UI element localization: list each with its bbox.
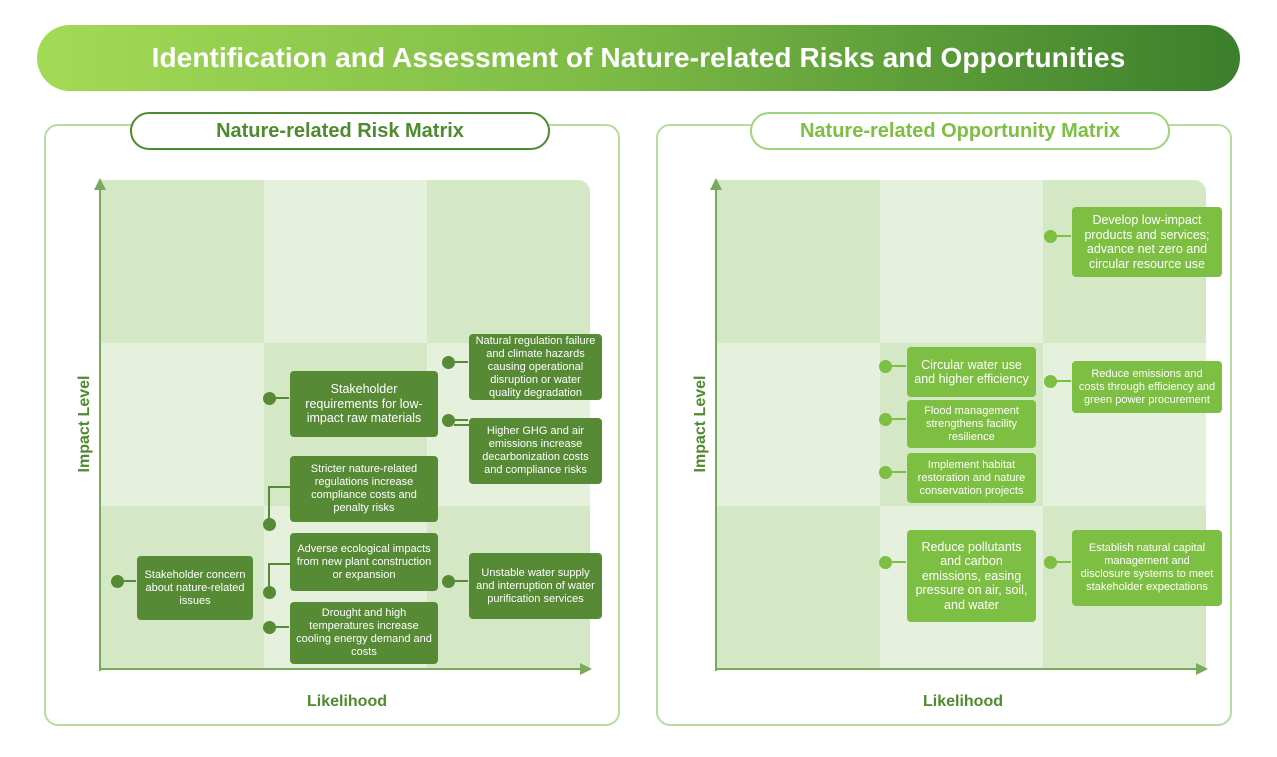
risk-item-marker-icon <box>442 356 455 369</box>
opportunity-item-marker-icon <box>1044 230 1057 243</box>
opportunity-item-card: Circular water use and higher efficiency <box>907 347 1036 397</box>
risk-item-card: Drought and high temperatures increase c… <box>290 602 438 664</box>
opportunity-y-axis <box>715 188 717 671</box>
opportunity-item-connector <box>1056 380 1071 382</box>
opportunity-matrix-title: Nature-related Opportunity Matrix <box>750 112 1170 150</box>
opportunity-grid-cell <box>717 343 880 506</box>
risk-item-card: Adverse ecological impacts from new plan… <box>290 533 438 591</box>
risk-y-axis <box>99 188 101 671</box>
risk-x-axis <box>99 668 582 670</box>
risk-item-connector <box>454 419 468 421</box>
opportunity-item-connector <box>1056 561 1071 563</box>
opportunity-y-axis-label: Impact Level <box>692 375 709 472</box>
opportunity-grid-cell <box>717 180 880 343</box>
risk-matrix-title: Nature-related Risk Matrix <box>130 112 550 150</box>
risk-item-connector <box>275 397 289 399</box>
risk-item-marker-icon <box>442 575 455 588</box>
opportunity-y-axis-arrow-icon <box>710 178 722 190</box>
opportunity-item-connector <box>1056 235 1071 237</box>
opportunity-grid-cell <box>880 180 1043 343</box>
risk-grid-cell <box>264 180 427 343</box>
page-title: Identification and Assessment of Nature-… <box>151 42 1126 73</box>
risk-item-marker-icon <box>263 621 276 634</box>
risk-item-marker-icon <box>263 518 276 531</box>
risk-y-axis-label: Impact Level <box>76 375 93 472</box>
risk-item-connector <box>454 424 469 426</box>
opportunity-item-card: Reduce emissions and costs through effic… <box>1072 361 1222 413</box>
risk-item-card: Stakeholder concern about nature-related… <box>137 556 253 620</box>
opportunity-item-card: Implement habitat restoration and nature… <box>907 453 1036 503</box>
risk-grid-cell <box>427 180 590 343</box>
opportunity-item-card: Develop low-impact products and services… <box>1072 207 1222 277</box>
opportunity-item-marker-icon <box>879 360 892 373</box>
opportunity-item-marker-icon <box>1044 375 1057 388</box>
opportunity-x-axis-arrow-icon <box>1196 663 1208 675</box>
opportunity-grid-cell <box>717 506 880 669</box>
opportunity-item-marker-icon <box>1044 556 1057 569</box>
opportunity-x-axis-label: Likelihood <box>923 693 1003 710</box>
opportunity-item-card: Establish natural capital management and… <box>1072 530 1222 606</box>
opportunity-item-marker-icon <box>879 556 892 569</box>
risk-grid-cell <box>101 180 264 343</box>
opportunity-item-connector <box>891 561 906 563</box>
risk-item-card: Stricter nature-related regulations incr… <box>290 456 438 522</box>
risk-grid-cell <box>101 343 264 506</box>
opportunity-item-card: Flood management strengthens facility re… <box>907 400 1036 448</box>
risk-item-connector <box>275 626 289 628</box>
opportunity-x-axis <box>715 668 1198 670</box>
risk-item-connector <box>268 563 270 586</box>
risk-item-connector <box>454 361 468 363</box>
risk-item-connector <box>123 580 136 582</box>
risk-x-axis-arrow-icon <box>580 663 592 675</box>
opportunity-item-card: Reduce pollutants and carbon emissions, … <box>907 530 1036 622</box>
opportunity-item-marker-icon <box>879 466 892 479</box>
risk-item-card: Higher GHG and air emissions increase de… <box>469 418 602 484</box>
risk-item-connector <box>268 486 290 488</box>
risk-x-axis-label: Likelihood <box>307 693 387 710</box>
risk-item-marker-icon <box>263 586 276 599</box>
risk-item-card: Stakeholder requirements for low-impact … <box>290 371 438 437</box>
risk-item-connector <box>268 486 270 518</box>
opportunity-item-connector <box>891 471 906 473</box>
risk-item-marker-icon <box>442 414 455 427</box>
risk-item-card: Natural regulation failure and climate h… <box>469 334 602 400</box>
risk-y-axis-arrow-icon <box>94 178 106 190</box>
risk-item-card: Unstable water supply and interruption o… <box>469 553 602 619</box>
risk-item-marker-icon <box>263 392 276 405</box>
risk-item-marker-icon <box>111 575 124 588</box>
risk-item-connector <box>268 563 290 565</box>
risk-item-connector <box>454 580 468 582</box>
opportunity-item-connector <box>891 418 906 420</box>
opportunity-item-marker-icon <box>879 413 892 426</box>
header-banner: Identification and Assessment of Nature-… <box>37 25 1240 91</box>
opportunity-item-connector <box>891 365 906 367</box>
